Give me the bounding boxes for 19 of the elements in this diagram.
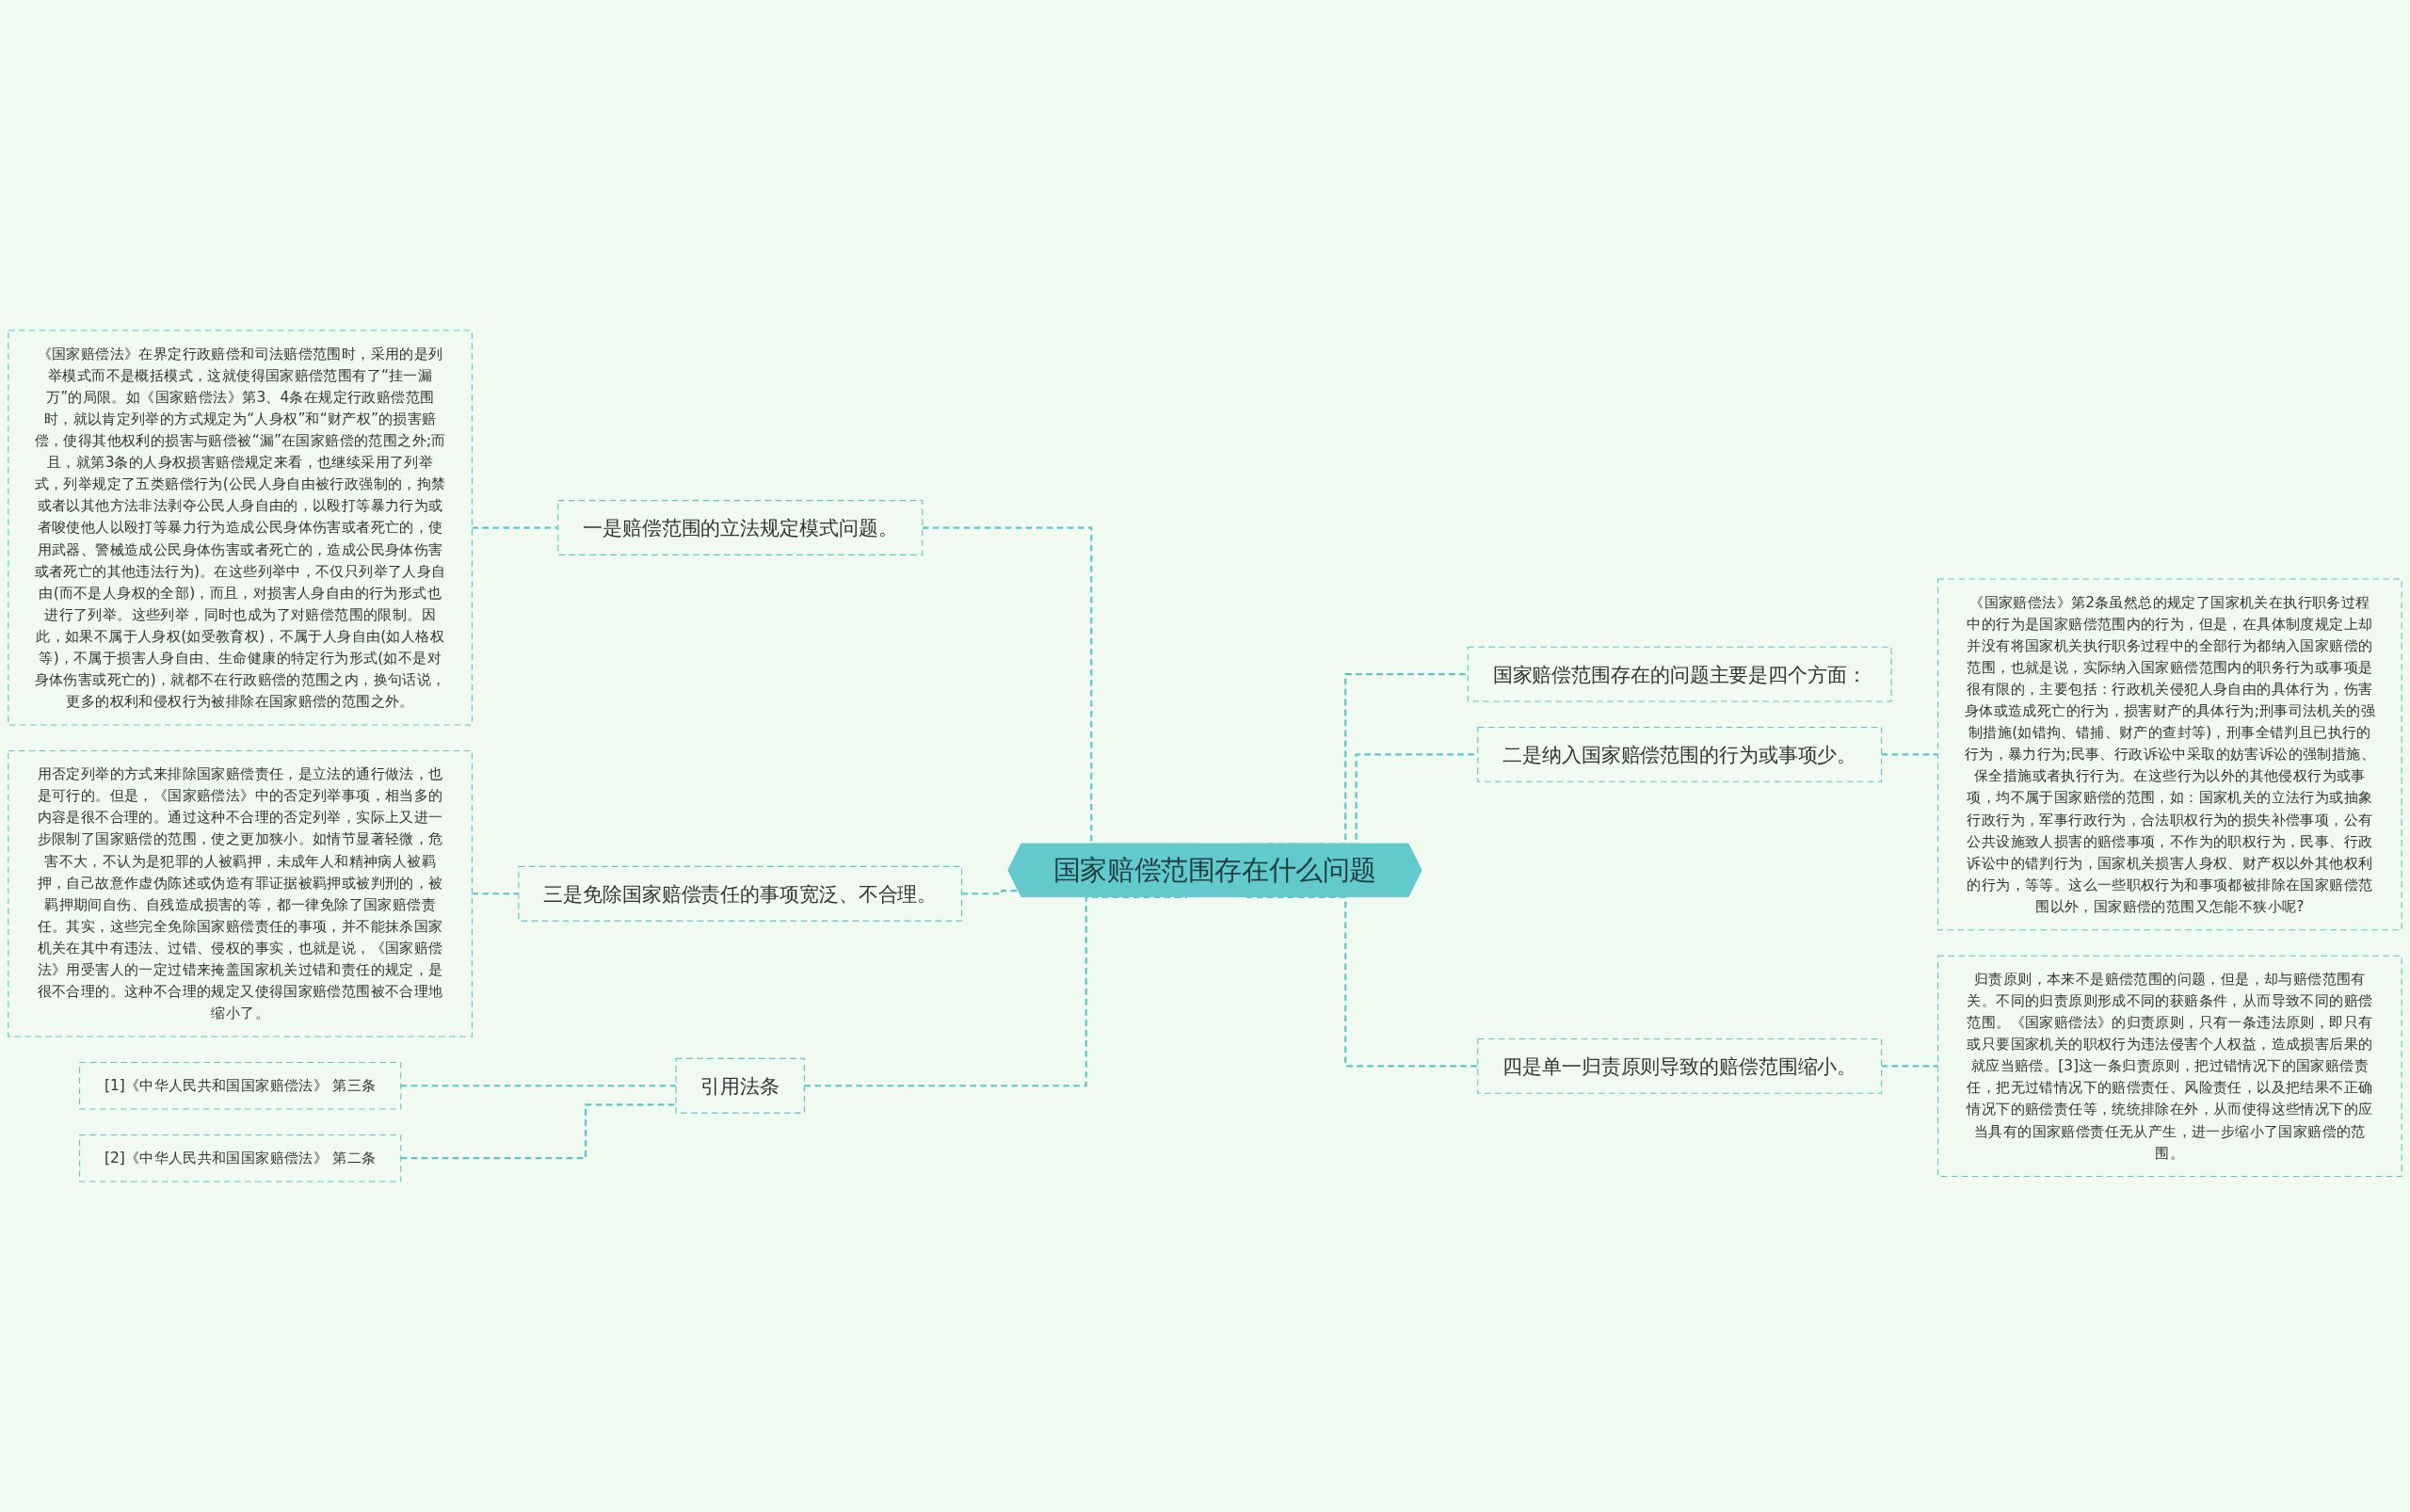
node-box: 引用法条 — [675, 1057, 805, 1114]
connector — [961, 890, 1020, 895]
connector — [1881, 1065, 1938, 1068]
node-box: 归责原则，本来不是赔偿范围的问题，但是，却与赔偿范围有关。不同的归责原则形成不同的获赔条件，从而导致不同的赔偿范围。《国家赔偿法》的归责原则，只有一条违法原则，即只有或只要国家机关的职权行为违法侵害个人权益，造成损害后果的就应当赔偿。[3]这一条归责原则，把过错情况下的国家赔偿责任，把无过错情况下的赔偿责任、风险责任，以及把结果不正确情况下的赔偿责任等，统统排除在外，从而使得这些情况下的应当具有的国家赔偿责任无从产生，进一步缩小了国家赔偿的范围。 — [1937, 955, 2402, 1177]
connector — [472, 526, 558, 529]
node-box: [1]《中华人民共和国国家赔偿法》 第三条 — [78, 1061, 402, 1110]
connector — [400, 1103, 677, 1160]
node-box: 《国家赔偿法》第2条虽然总的规定了国家机关在执行职务过程中的行为是国家赔偿范围内的行为，但是，在具体制度规定上却并没有将国家机关执行职务过程中的全部行为都纳入国家赔偿的范围，也就是说，实际纳入国家赔偿范围内的职务行为或事项是很有限的，主要包括：行政机关侵犯人身自由的具体行为，伤害身体或造成死亡的行为，损害财产的具体行为;刑事司法机关的强制措施(如错拘、错捕、财产的查封等)，刑事全错判且已执行的行为，暴力行为;民事、行政诉讼中采取的妨害诉讼的强制措施、保全措施或者执行行为。在这些行为以外的其他侵权行为或事项，均不属于国家赔偿的范围，如：国家机关的立法行为或抽象行政行为，军事行政行为，合法职权行为的损失补偿事项，公有公共设施致人损害的赔偿事项，不作为的职权行为，民事、行政诉讼中的错判行为，国家机关损害人身权、财产权以外其他权利的行为，等等。这么一些职权行为和事项都被排除在国家赔偿范围以外，国家赔偿的范围又怎能不狭小呢? — [1937, 578, 2402, 931]
node-box: 一是赔偿范围的立法规定模式问题。 — [557, 500, 924, 555]
node-box: 《国家赔偿法》在界定行政赔偿和司法赔偿范围时，采用的是列举模式而不是概括模式，这就使得国家赔偿范围有了“挂一漏万”的局限。如《国家赔偿法》第3、4条在规定行政赔偿范围时，就以肯定列举的方式规定为“人身权”和“财产权”的损害赔偿，使得其他权利的损害与赔偿被“漏”在国家赔偿的范围之外;而且，就第3条的人身权损害赔偿规定来看，也继续采用了列举式，列举规定了五类赔偿行为(公民人身自由被行政强制的，拘禁或者以其他方法非法剥夺公民人身自由的，以殴打等暴力行为或者唆使他人以殴打等暴力行为造成公民身体伤害或者死亡的，使用武器、警械造成公民身体伤害或者死亡的，造成公民身体伤害或者死亡的其他违法行为)。在这些列举中，不仅只列举了人身自由(而不是人身权的全部)，而且，对损害人身自由的行为形式也进行了列举。这些列举，同时也成为了对赔偿范围的限制。因此，如果不属于人身权(如受教育权)，不属于人身自由(如人格权等)，不属于损害人身自由、生命健康的特定行为形式(如不是对身体伤害或死亡的)，就都不在行政赔偿的范围之内，换句话说，更多的权利和侵权行为被排除在国家赔偿的范围之外。 — [8, 330, 473, 726]
node-box: 国家赔偿范围存在的问题主要是四个方面： — [1467, 646, 1892, 702]
node-box: 用否定列举的方式来排除国家赔偿责任，是立法的通行做法，也是可行的。但是，《国家赔偿法》中的否定列举事项，相当多的内容是很不合理的。通过这种不合理的否定列举，实际上又进一步限制了国家赔偿的范围，使之更加狭小。如情节显著轻微，危害不大，不认为是犯罪的人被羁押，未成年人和精神病人被羁押，自己故意作虚伪陈述或伪造有罪证据被羁押或被判刑的，被羁押期间自伤、自残造成损害的等，都一律免除了国家赔偿责任。其实，这些完全免除国家赔偿责任的事项，并不能抹杀国家机关在其中有违法、过错、侵权的事实，也就是说，《国家赔偿法》用受害人的一定过错来掩盖国家机关过错和责任的规定，是很不合理的。这种不合理的规定又使得国家赔偿范围被不合理地缩小了。 — [8, 749, 473, 1037]
connector — [1881, 753, 1938, 756]
node-box: [2]《中华人民共和国国家赔偿法》 第二条 — [78, 1134, 402, 1182]
node-box: 四是单一归责原则导致的赔偿范围缩小。 — [1477, 1037, 1883, 1094]
node-box: 三是免除国家赔偿责任的事项宽泛、不合理。 — [518, 865, 963, 922]
connector — [400, 1085, 677, 1087]
connector — [472, 893, 519, 895]
node-box: 二是纳入国家赔偿范围的行为或事项少。 — [1477, 726, 1883, 782]
